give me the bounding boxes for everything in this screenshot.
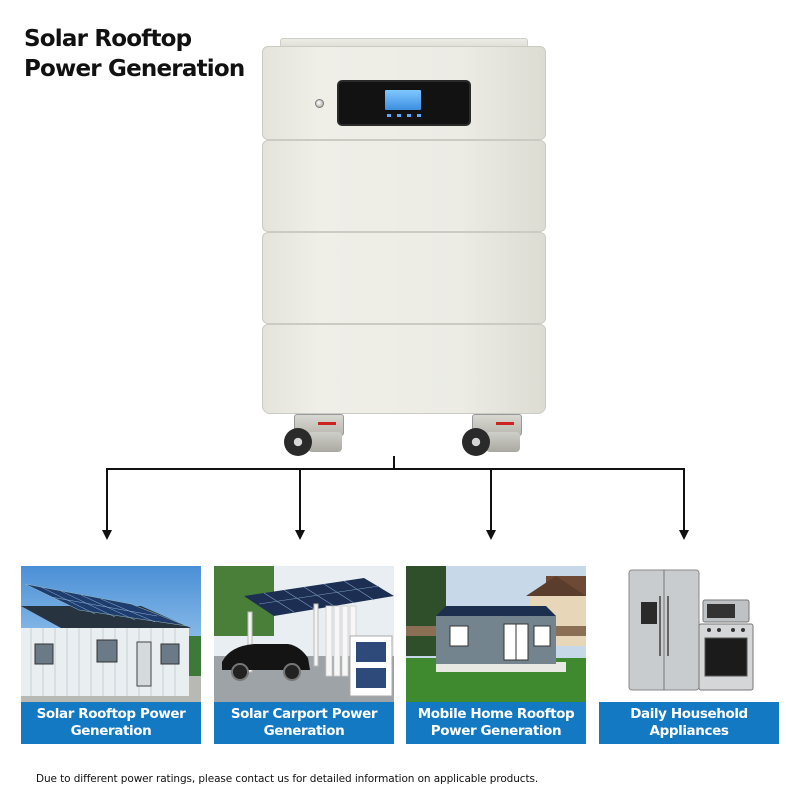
application-card-appliances: Daily Household Appliances: [599, 566, 779, 744]
page-title-line-2: Power Generation: [24, 56, 245, 82]
battery-module: [262, 140, 546, 232]
connector-drop: [683, 468, 685, 530]
application-card-carport: Solar Carport Power Generation: [214, 566, 394, 744]
connector-drop: [299, 468, 301, 530]
application-label: Mobile Home Rooftop Power Generation: [406, 702, 586, 744]
application-label-line-1: Solar Rooftop Power: [36, 706, 186, 722]
application-label: Solar Rooftop Power Generation: [21, 702, 201, 744]
power-button-icon: [315, 99, 324, 108]
application-label-line-2: Appliances: [649, 723, 729, 739]
arrow-down-icon: [486, 530, 496, 540]
application-label: Solar Carport Power Generation: [214, 702, 394, 744]
arrow-down-icon: [679, 530, 689, 540]
application-label: Daily Household Appliances: [599, 702, 779, 744]
application-label-line-1: Daily Household: [630, 706, 748, 722]
caster-wheel-icon: [284, 414, 348, 458]
connector-drop: [490, 468, 492, 530]
application-card-mobile-home: Mobile Home Rooftop Power Generation: [406, 566, 586, 744]
connector-bar: [106, 468, 685, 470]
application-label-line-1: Mobile Home Rooftop: [417, 706, 575, 722]
rooftop-house-image: [21, 566, 201, 702]
application-label-line-2: Power Generation: [430, 723, 562, 739]
caster-wheel-icon: [462, 414, 526, 458]
page-title-line-1: Solar Rooftop: [24, 26, 192, 52]
carport-image: [214, 566, 394, 702]
arrow-down-icon: [102, 530, 112, 540]
lcd-screen: [385, 90, 421, 110]
application-label-line-2: Generation: [263, 723, 345, 739]
page-title: Solar Rooftop Power Generation: [24, 24, 245, 84]
mobile-home-image: [406, 566, 586, 702]
household-appliances-image: [599, 566, 779, 702]
application-card-rooftop: Solar Rooftop Power Generation: [21, 566, 201, 744]
footnote: Due to different power ratings, please c…: [36, 773, 539, 785]
indicator-led-icon: [397, 114, 401, 117]
indicator-led-icon: [407, 114, 411, 117]
battery-module: [262, 232, 546, 324]
lcd-display: [337, 80, 471, 126]
battery-module: [262, 324, 546, 414]
battery-unit: [262, 38, 546, 458]
application-label-line-1: Solar Carport Power: [230, 706, 378, 722]
connector-stem: [393, 456, 395, 469]
indicator-led-icon: [417, 114, 421, 117]
battery-control-module: [262, 46, 546, 140]
connector-drop: [106, 468, 108, 530]
indicator-led-icon: [387, 114, 391, 117]
application-label-line-2: Generation: [70, 723, 152, 739]
arrow-down-icon: [295, 530, 305, 540]
